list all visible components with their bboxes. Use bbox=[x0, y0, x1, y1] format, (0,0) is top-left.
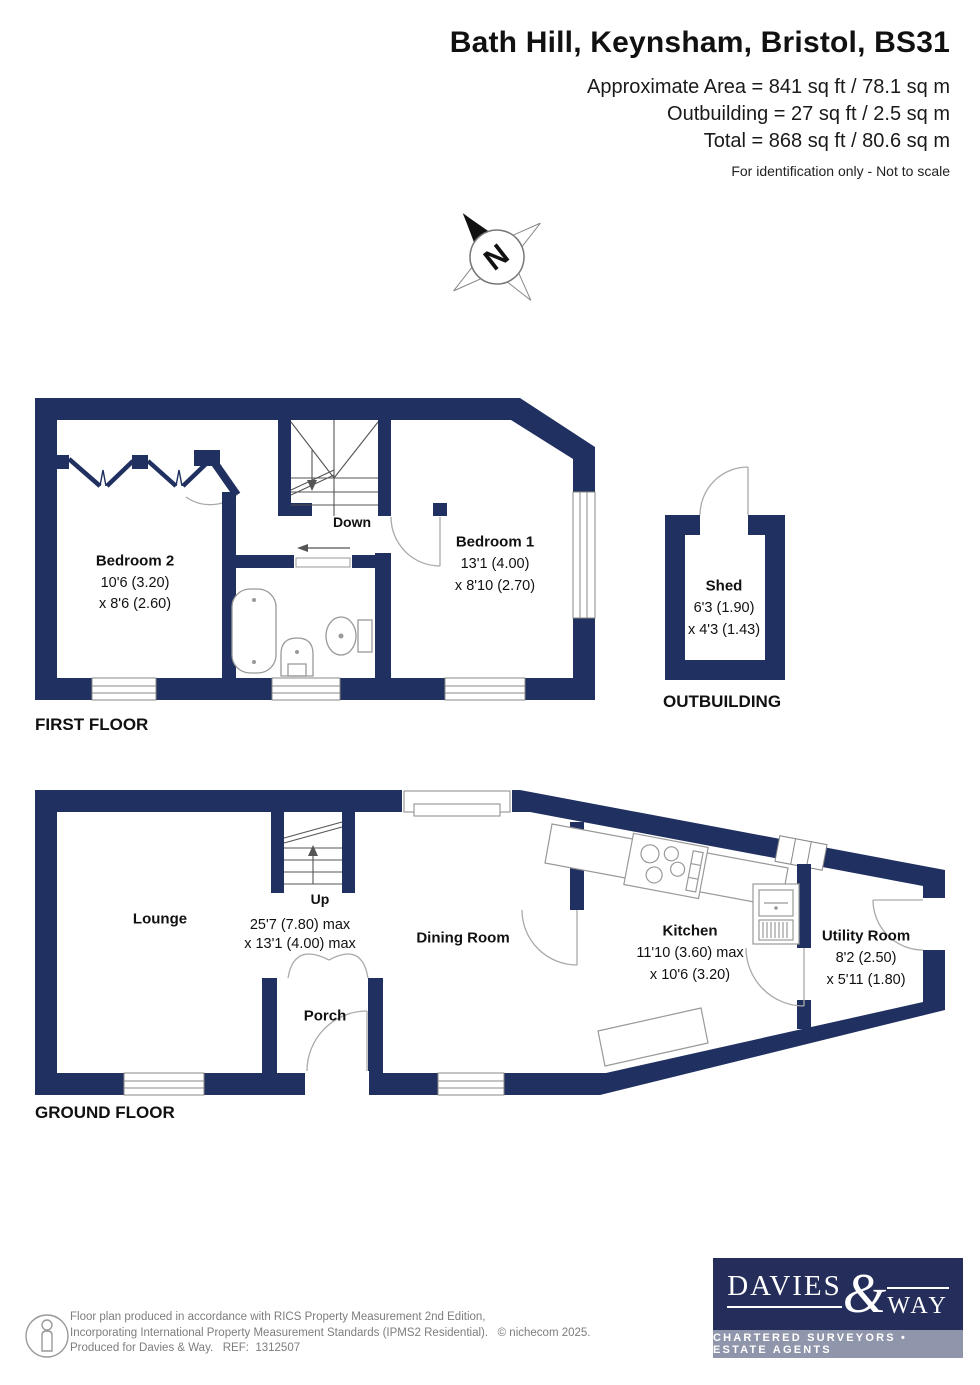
logo-davies: DAVIES bbox=[727, 1270, 842, 1308]
utility-dim2: x 5'11 (1.80) bbox=[826, 972, 906, 988]
disclaimer: For identification only - Not to scale bbox=[731, 163, 950, 179]
logo-ampersand: & bbox=[842, 1262, 887, 1325]
kitchen-dim1: 11'10 (3.60) max bbox=[636, 945, 744, 961]
agency-logo: DAVIES & WAY CHARTERED SURVEYORS • ESTAT… bbox=[713, 1258, 963, 1358]
bedroom1-dim2: x 8'10 (2.70) bbox=[454, 578, 536, 594]
logo-way: WAY bbox=[887, 1286, 949, 1320]
bath-icon bbox=[231, 588, 277, 674]
boiler-icon bbox=[752, 883, 800, 945]
footer-note: Floor plan produced in accordance with R… bbox=[70, 1310, 591, 1357]
room-label-utility: Utility Room bbox=[821, 927, 911, 945]
room-label-bedroom1: Bedroom 1 bbox=[455, 533, 535, 551]
room-label-dining: Dining Room bbox=[416, 929, 510, 947]
footer-copyright: © nichecom 2025. bbox=[497, 1326, 591, 1339]
header: Bath Hill, Keynsham, Bristol, BS31 Appro… bbox=[450, 26, 950, 179]
wardrobe-doors bbox=[57, 450, 241, 506]
agency-logo-name: DAVIES & WAY bbox=[713, 1258, 963, 1330]
room-label-porch: Porch bbox=[303, 1007, 347, 1025]
compass-icon bbox=[453, 213, 541, 301]
bedroom1-dim1: 13'1 (4.00) bbox=[460, 556, 530, 572]
hob-icon bbox=[623, 832, 709, 900]
first-floor-walls bbox=[35, 398, 596, 701]
page-title: Bath Hill, Keynsham, Bristol, BS31 bbox=[449, 26, 950, 59]
room-label-kitchen: Kitchen bbox=[662, 922, 718, 940]
stairs-down bbox=[290, 420, 379, 516]
ground-floor-label: GROUND FLOOR bbox=[35, 1103, 175, 1122]
footer-line3: Produced for Davies & Way. REF: 1312507 bbox=[70, 1342, 301, 1354]
footer-line1: Floor plan produced in accordance with R… bbox=[70, 1311, 486, 1323]
room-label-bedroom2: Bedroom 2 bbox=[95, 552, 175, 570]
first-floor-label: FIRST FLOOR bbox=[35, 715, 149, 734]
bedroom2-dim1: 10'6 (3.20) bbox=[100, 575, 170, 591]
agency-logo-tagline: CHARTERED SURVEYORS • ESTATE AGENTS bbox=[713, 1330, 963, 1358]
shed-walls bbox=[665, 466, 785, 680]
kitchen-dim2: x 10'6 (3.20) bbox=[649, 967, 731, 983]
room-label-shed: Shed bbox=[705, 577, 743, 595]
ground-dim2: x 13'1 (4.00) max bbox=[244, 936, 356, 952]
stairs-up-label: Up bbox=[310, 891, 330, 907]
total-area: Total = 868 sq ft / 80.6 sq m bbox=[703, 130, 950, 152]
approximate-area: Approximate Area = 841 sq ft / 78.1 sq m bbox=[587, 76, 950, 98]
shed-dim1: 6'3 (1.90) bbox=[693, 600, 755, 616]
stairs-down-label: Down bbox=[332, 514, 372, 530]
person-icon bbox=[25, 1314, 69, 1358]
basin-icon bbox=[280, 637, 314, 677]
toilet-icon bbox=[325, 616, 373, 656]
ground-floor-walls bbox=[35, 788, 947, 1097]
utility-dim1: 8'2 (2.50) bbox=[835, 950, 897, 966]
room-label-lounge: Lounge bbox=[132, 910, 188, 928]
footer-line2: Incorporating International Property Mea… bbox=[70, 1326, 591, 1339]
outbuilding-label: OUTBUILDING bbox=[663, 692, 782, 711]
bedroom2-dim2: x 8'6 (2.60) bbox=[98, 596, 172, 612]
outbuilding-area: Outbuilding = 27 sq ft / 2.5 sq m bbox=[667, 103, 950, 125]
shed-dim2: x 4'3 (1.43) bbox=[687, 622, 761, 638]
ground-dim1: 25'7 (7.80) max bbox=[249, 917, 351, 933]
